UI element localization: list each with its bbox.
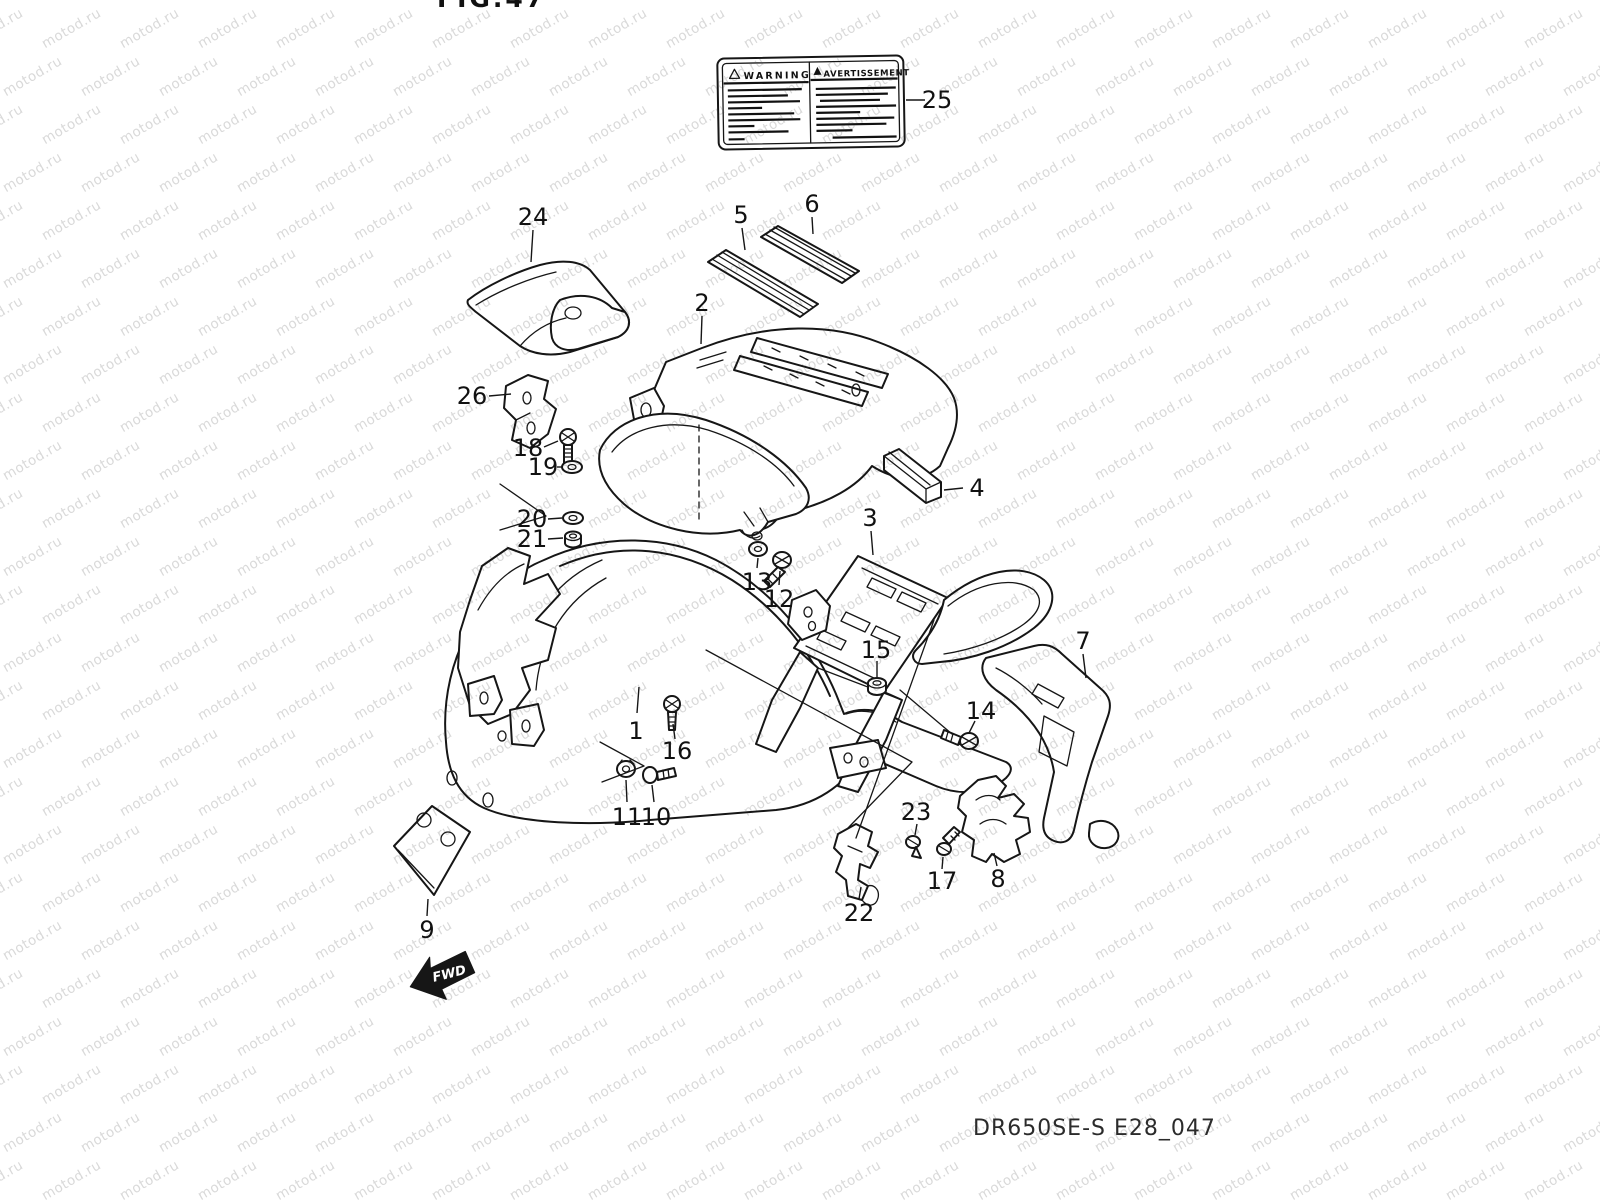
- fwd-direction-marker: FWD: [409, 950, 476, 1000]
- callout-number-3: 3: [862, 504, 877, 532]
- part-9-mud-flap-plate: [393, 805, 471, 896]
- screw-17: [936, 826, 961, 856]
- warning-triangle-icon: [813, 66, 822, 75]
- callout-leader-17: [941, 856, 944, 870]
- callout-leader-1: [636, 686, 640, 714]
- callout-number-10: 10: [641, 803, 672, 831]
- callout-number-7: 7: [1075, 627, 1090, 655]
- part-5-cushion: [707, 249, 819, 318]
- part-26-bracket: [503, 374, 557, 449]
- callout-leader-22: [858, 886, 862, 900]
- warning-label-divider: [808, 61, 812, 144]
- washer-20: [562, 511, 584, 525]
- callout-number-16: 16: [662, 737, 693, 765]
- callout-leader-18: [543, 440, 559, 448]
- callout-number-24: 24: [518, 203, 549, 231]
- callout-leader-11: [625, 779, 628, 803]
- callout-leader-5: [741, 227, 746, 251]
- callout-leader-23: [914, 823, 918, 836]
- callout-number-25: 25: [922, 86, 953, 114]
- callout-number-11: 11: [612, 803, 643, 831]
- bolt-16: [663, 695, 681, 731]
- callout-leader-24: [530, 229, 534, 263]
- callout-leader-8: [993, 852, 998, 867]
- washer-13: [748, 541, 768, 557]
- callout-number-14: 14: [966, 697, 997, 725]
- warning-label-inner-border: [721, 59, 901, 146]
- part-22-bracket: [833, 823, 880, 906]
- fwd-arrow-icon: [409, 950, 476, 1000]
- part-1-rear-fender: [444, 539, 1012, 825]
- warning-header-underline-right: [810, 77, 898, 82]
- callout-number-22: 22: [844, 899, 875, 927]
- part-7-fender-extension: [981, 643, 1120, 850]
- washer-19: [561, 460, 583, 474]
- callout-number-6: 6: [804, 190, 819, 218]
- nut-11: [616, 759, 636, 778]
- callout-number-26: 26: [457, 382, 488, 410]
- warning-triangle-icon: [728, 68, 741, 80]
- callout-leader-21: [547, 537, 564, 540]
- part-3-carrier-rack: [755, 555, 1054, 793]
- callout-number-20: 20: [517, 505, 548, 533]
- callout-leader-3: [870, 530, 874, 556]
- callout-leader-2: [700, 315, 703, 345]
- callout-number-2: 2: [694, 289, 709, 317]
- callout-number-15: 15: [861, 636, 892, 664]
- part-8-bracket: [957, 775, 1031, 863]
- callout-number-4: 4: [969, 474, 984, 502]
- callout-leader-9: [426, 898, 429, 917]
- warning-text-lines-left: [727, 88, 802, 141]
- part-25-warning-label: WARNING AVERTISSEMENT: [716, 54, 910, 151]
- callout-leader-16: [672, 723, 676, 740]
- warning-header-underline-left: [723, 80, 809, 85]
- callout-number-12: 12: [764, 585, 795, 613]
- callout-number-13: 13: [742, 568, 773, 596]
- callout-leader-4: [943, 487, 964, 491]
- callout-number-1: 1: [628, 717, 643, 745]
- assembly-pointer-lines: [499, 483, 953, 839]
- callout-number-23: 23: [901, 798, 932, 826]
- nut-21: [564, 530, 582, 549]
- warning-header-left: WARNING: [743, 70, 811, 82]
- part-2-rear-fender-front: [598, 327, 958, 541]
- callout-leader-6: [811, 216, 814, 235]
- callout-number-19: 19: [528, 453, 559, 481]
- figure-code: DR650SE-S E28_047: [973, 1116, 1216, 1141]
- bolt-10: [642, 766, 677, 784]
- part-4-side-cushion-bar: [883, 448, 942, 504]
- callout-number-8: 8: [990, 865, 1005, 893]
- screw-23: [905, 835, 922, 859]
- callout-number-21: 21: [517, 525, 548, 553]
- callout-leader-13: [756, 557, 759, 569]
- callout-number-17: 17: [927, 867, 958, 895]
- callout-leader-20: [547, 517, 563, 520]
- callout-number-5: 5: [733, 201, 748, 229]
- warning-text-lines-right: [815, 86, 897, 139]
- clipped-figure-title: FIG.47: [437, 0, 546, 13]
- warning-header-right: AVERTISSEMENT: [823, 68, 909, 80]
- bolt-18: [559, 428, 577, 464]
- callout-leader-12: [778, 570, 781, 586]
- callout-leader-14: [968, 720, 976, 734]
- callout-leader-26: [488, 393, 512, 397]
- nut-15: [867, 677, 887, 696]
- callout-number-9: 9: [419, 916, 434, 944]
- callout-leader-7: [1082, 653, 1087, 679]
- callout-number-18: 18: [513, 434, 544, 462]
- part-24-tool-bag: [466, 260, 631, 356]
- callout-leader-10: [651, 784, 655, 803]
- part-6-cushion: [760, 225, 860, 284]
